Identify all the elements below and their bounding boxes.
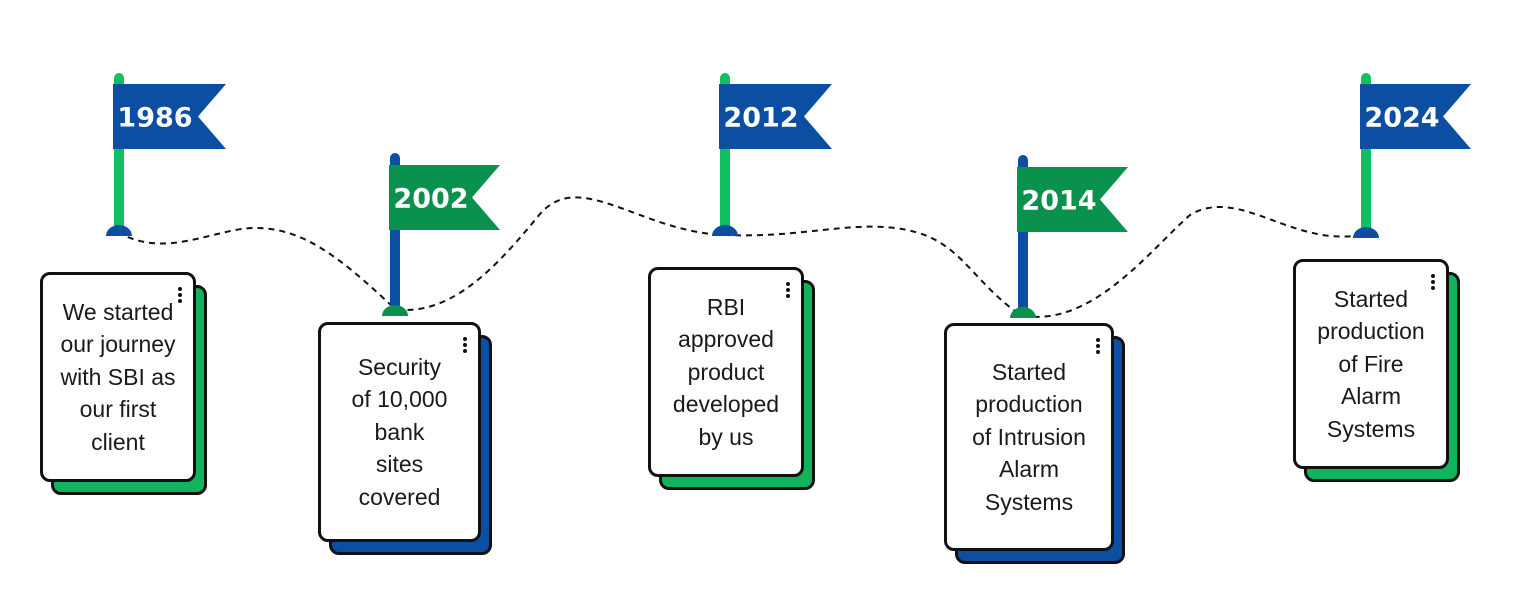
more-dot	[786, 282, 790, 286]
more-dot	[178, 293, 182, 297]
flag-banner	[1017, 167, 1128, 232]
flag-year-label: 2024	[1364, 103, 1439, 134]
more-vertical-icon[interactable]	[1431, 274, 1435, 290]
more-vertical-icon[interactable]	[178, 287, 182, 303]
more-dot	[1431, 274, 1435, 278]
flag-base	[712, 225, 738, 236]
milestone-description: We started our journey with SBI as our f…	[60, 298, 176, 455]
more-dot	[1431, 286, 1435, 290]
more-dot	[463, 343, 467, 347]
card-front: RBI approved product developed by us	[648, 267, 804, 477]
milestone-description: Started production of Fire Alarm Systems	[1317, 285, 1425, 442]
flag-banner	[1360, 84, 1471, 149]
flag-base	[1353, 227, 1379, 238]
more-dot	[1431, 280, 1435, 284]
flag-2024: 2024	[1353, 73, 1471, 238]
milestone-description: Security of 10,000 bank sites covered	[351, 353, 448, 510]
more-dot	[1096, 344, 1100, 348]
flag-2012: 2012	[712, 73, 832, 236]
card-front: Security of 10,000 bank sites covered	[318, 322, 481, 542]
card-front: Started production of Intrusion Alarm Sy…	[944, 323, 1114, 551]
milestone-card-1986: We started our journey with SBI as our f…	[40, 272, 208, 496]
flag-year-label: 1986	[117, 103, 192, 134]
more-dot	[786, 294, 790, 298]
milestone-card-2024: Started production of Fire Alarm Systems	[1293, 259, 1461, 483]
flag-1986: 1986	[106, 73, 226, 236]
card-front: Started production of Fire Alarm Systems	[1293, 259, 1449, 469]
milestone-card-2014: Started production of Intrusion Alarm Sy…	[944, 323, 1126, 565]
card-front: We started our journey with SBI as our f…	[40, 272, 196, 482]
flag-year-label: 2002	[393, 184, 468, 215]
more-vertical-icon[interactable]	[463, 337, 467, 353]
more-vertical-icon[interactable]	[786, 282, 790, 298]
milestone-description: Started production of Intrusion Alarm Sy…	[972, 358, 1086, 515]
more-vertical-icon[interactable]	[1096, 338, 1100, 354]
flag-2014: 2014	[1010, 155, 1128, 318]
flag-banner	[113, 84, 226, 149]
more-dot	[1096, 338, 1100, 342]
more-dot	[786, 288, 790, 292]
milestone-description: RBI approved product developed by us	[672, 293, 780, 450]
milestone-card-2012: RBI approved product developed by us	[648, 267, 816, 491]
flag-2002: 2002	[382, 153, 500, 316]
more-dot	[178, 287, 182, 291]
flag-base	[106, 225, 132, 236]
more-dot	[463, 337, 467, 341]
flag-banner	[389, 165, 500, 230]
more-dot	[463, 349, 467, 353]
more-dot	[178, 299, 182, 303]
milestone-card-2002: Security of 10,000 bank sites covered	[318, 322, 493, 556]
flag-year-label: 2014	[1021, 186, 1096, 217]
flag-year-label: 2012	[723, 103, 798, 134]
more-dot	[1096, 350, 1100, 354]
flag-base	[1010, 307, 1036, 318]
flag-banner	[719, 84, 832, 149]
flag-base	[382, 305, 408, 316]
